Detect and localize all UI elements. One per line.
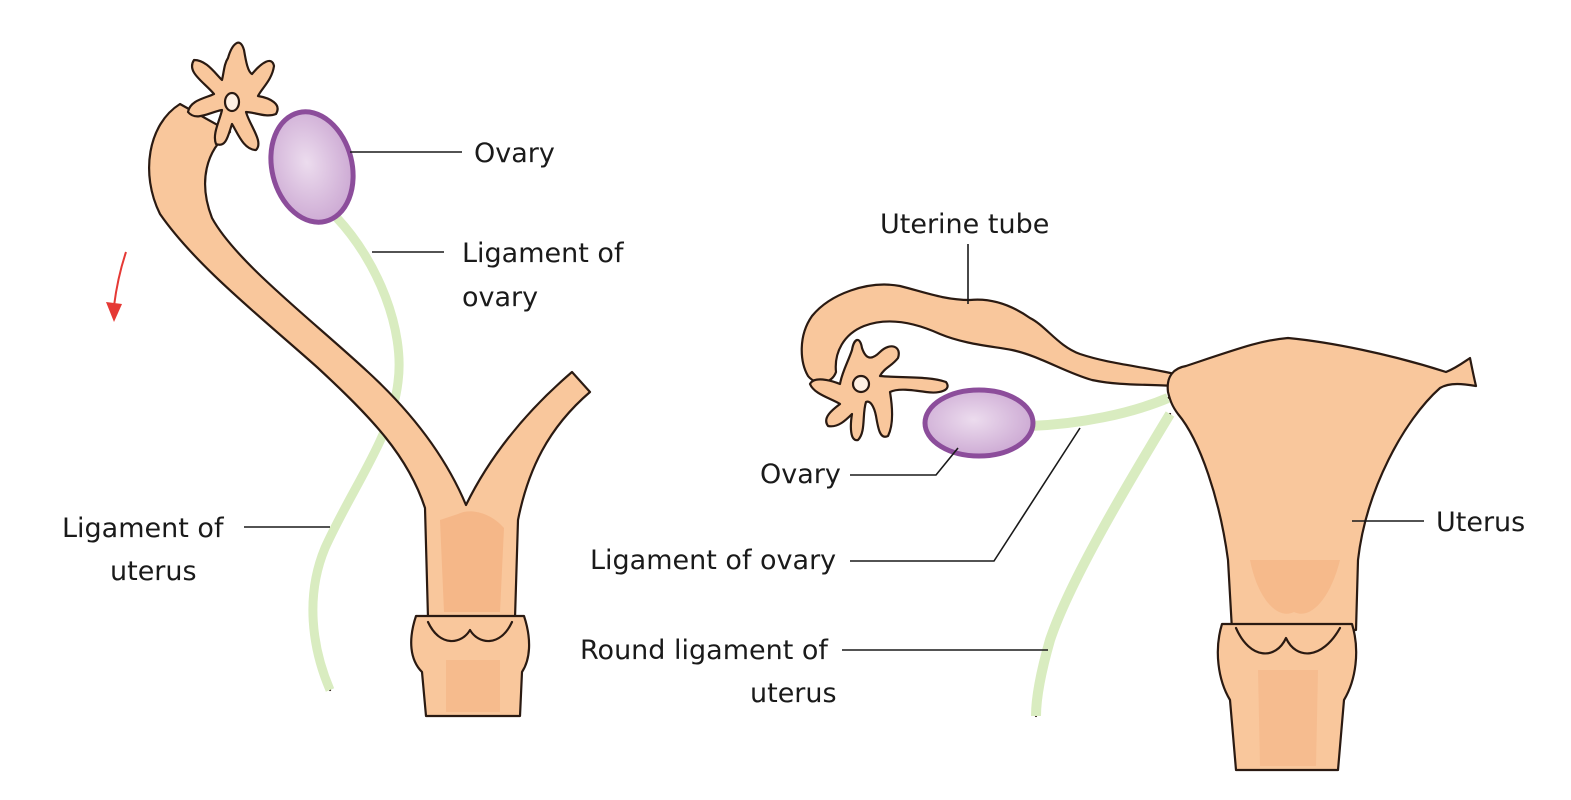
red-curved-down-arrow-icon bbox=[113, 251, 127, 307]
right-fimbriae-opening bbox=[851, 374, 871, 394]
left-cervix-block bbox=[410, 614, 531, 718]
right-cervix-shade bbox=[1258, 670, 1318, 766]
right-ligament-of-ovary-leader bbox=[850, 427, 1081, 562]
right-uterus-label: Uterus bbox=[1436, 507, 1525, 538]
right-uterine-tube bbox=[800, 283, 1177, 388]
right-uterus-shade bbox=[1250, 560, 1340, 614]
right-ovary-label: Ovary bbox=[760, 459, 841, 490]
left-cervix-shade bbox=[446, 660, 500, 712]
left-cervix-notch bbox=[426, 620, 514, 643]
right-panel: Uterine tube Ovary Uterus Ligament of ov… bbox=[580, 209, 1525, 772]
right-cervix-notch bbox=[1234, 626, 1342, 655]
right-round-ligament-band bbox=[1034, 412, 1172, 718]
right-ligament-of-ovary-fill bbox=[1029, 393, 1170, 431]
right-round-ligament-fill bbox=[1031, 411, 1175, 717]
right-fimbriae bbox=[808, 338, 949, 442]
right-ovary bbox=[922, 387, 1036, 459]
right-cervix-block bbox=[1216, 622, 1358, 772]
right-round-ligament-label-2: uterus bbox=[750, 678, 837, 709]
right-uterine-tube-label: Uterine tube bbox=[880, 209, 1049, 240]
left-panel: Ovary Ligament of ovary Ligament of uter… bbox=[62, 41, 625, 718]
left-ligament-of-ovary-label-2: ovary bbox=[462, 282, 538, 313]
red-arrow-head bbox=[106, 302, 122, 322]
left-ligament-of-uterus-label-1: Ligament of bbox=[62, 513, 225, 544]
right-ligament-of-ovary-label: Ligament of ovary bbox=[590, 545, 836, 576]
left-ovary-label: Ovary bbox=[474, 138, 555, 169]
left-ligament-of-uterus-label-2: uterus bbox=[110, 556, 197, 587]
left-uterine-tube bbox=[148, 102, 592, 620]
left-fimbriae-opening bbox=[223, 91, 241, 113]
left-ligament-fill bbox=[308, 214, 404, 692]
left-ligament-of-ovary-label-1: Ligament of bbox=[462, 238, 625, 269]
left-tube-shade bbox=[440, 511, 504, 612]
right-ovary-leader bbox=[850, 447, 959, 476]
left-ovary bbox=[268, 109, 356, 225]
right-round-ligament-label-1: Round ligament of bbox=[580, 635, 829, 666]
right-uterus-body bbox=[1166, 336, 1478, 632]
